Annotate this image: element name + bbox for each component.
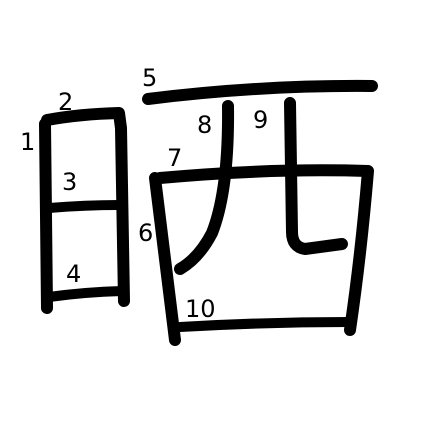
stroke-8 (174, 100, 235, 275)
stroke-number-8: 8 (197, 111, 212, 139)
stroke-number-6: 6 (138, 219, 153, 247)
stroke-9 (284, 97, 348, 255)
character-strokes (39, 79, 378, 346)
stroke-2 (41, 107, 130, 307)
stroke-number-10: 10 (185, 295, 216, 323)
stroke-number-4: 4 (66, 260, 81, 288)
stroke-number-3: 3 (62, 168, 77, 196)
stroke-6 (149, 172, 181, 346)
stroke-number-2: 2 (58, 88, 73, 116)
stroke-5 (142, 79, 378, 105)
stroke-number-1: 1 (20, 128, 35, 156)
stroke-10 (175, 317, 355, 332)
stroke-1 (39, 118, 53, 314)
stroke-3 (44, 200, 125, 213)
stroke-number-5: 5 (142, 64, 157, 92)
stroke-number-7: 7 (167, 144, 182, 172)
stroke-4 (44, 286, 127, 302)
stroke-number-9: 9 (253, 106, 268, 134)
stroke-number-labels: 1 2 3 4 5 6 7 8 9 10 (20, 64, 268, 323)
